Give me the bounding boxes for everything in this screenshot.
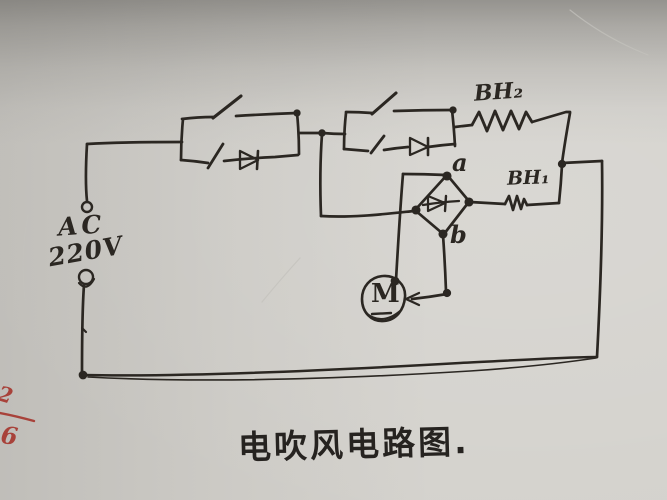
resistor-bh1 bbox=[468, 163, 564, 212]
heater-label-bh1: BH₁ bbox=[506, 166, 550, 190]
wire bbox=[525, 201, 561, 207]
wire bbox=[560, 159, 604, 165]
wire bbox=[410, 292, 449, 301]
switch-blade-icon bbox=[206, 142, 225, 170]
switch-block-2 bbox=[342, 91, 474, 157]
wire bbox=[401, 172, 448, 177]
wire bbox=[85, 140, 184, 146]
ac-source-symbol bbox=[77, 140, 184, 376]
wire bbox=[84, 142, 89, 203]
bottom-wire bbox=[78, 355, 599, 381]
resistor-zigzag-icon bbox=[470, 109, 534, 133]
bridge-rectifier bbox=[411, 171, 474, 239]
resistor-bh2 bbox=[470, 109, 572, 165]
wire bbox=[595, 159, 604, 359]
switch-blade-icon bbox=[369, 134, 386, 155]
motor-label: M bbox=[371, 279, 400, 309]
wire bbox=[530, 110, 572, 124]
wire bbox=[441, 233, 448, 293]
wire bbox=[394, 172, 405, 282]
switch-blade-icon bbox=[211, 94, 243, 120]
motor-symbol bbox=[360, 274, 407, 323]
wire bbox=[319, 209, 416, 218]
wire bbox=[560, 111, 572, 165]
wire bbox=[557, 163, 564, 205]
motor-wires bbox=[390, 172, 452, 307]
resistor-zigzag-icon bbox=[503, 194, 529, 212]
arrowhead-icon bbox=[404, 291, 421, 307]
link-wires bbox=[297, 129, 416, 218]
switch-block-1 bbox=[179, 94, 301, 171]
heater-label-bh2: BH₂ bbox=[473, 77, 524, 107]
motor-underline bbox=[370, 311, 393, 316]
diode-icon bbox=[238, 149, 260, 171]
paper-crease bbox=[22, 9, 649, 303]
red-grade-mark bbox=[0, 411, 36, 423]
diode-icon bbox=[426, 194, 447, 213]
bridge-terminal-label-b: b bbox=[450, 220, 467, 249]
diode-icon bbox=[408, 136, 430, 157]
diagram-caption: 电吹风电路图. bbox=[237, 421, 471, 468]
terminal-bottom-icon bbox=[77, 268, 95, 286]
wire bbox=[318, 132, 324, 218]
right-side-wires bbox=[557, 159, 604, 359]
wire bbox=[453, 123, 474, 129]
wire bbox=[468, 200, 507, 206]
bridge-terminal-label-a: a bbox=[452, 148, 468, 177]
switch-blade-icon bbox=[370, 91, 398, 116]
bridge-vertex-left bbox=[411, 205, 421, 215]
